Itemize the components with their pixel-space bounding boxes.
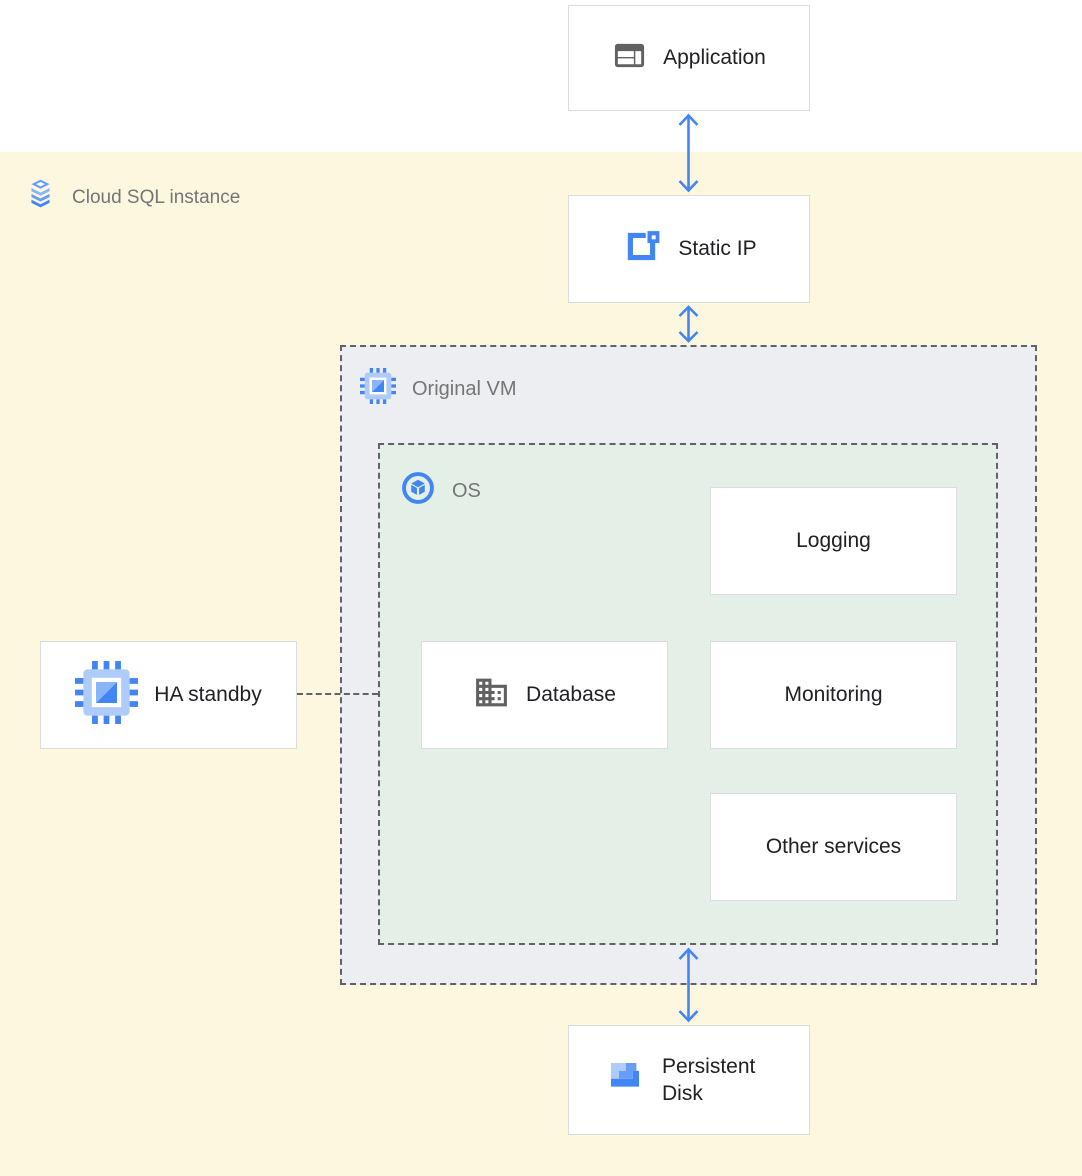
os-label-row: OS xyxy=(400,470,481,512)
original-vm-label-row: Original VM xyxy=(360,368,516,410)
external-ip-icon xyxy=(621,226,662,273)
cloud-sql-instance-label-row: Cloud SQL instance xyxy=(25,177,240,218)
cloud-sql-icon xyxy=(25,177,56,218)
arrow-application-staticip xyxy=(675,112,702,199)
application-label: Application xyxy=(663,46,766,69)
monitoring-label: Monitoring xyxy=(784,683,883,706)
os-icon xyxy=(400,470,436,512)
ha-standby-label: HA standby xyxy=(154,683,262,706)
application-window-icon xyxy=(612,38,647,79)
compute-engine-icon xyxy=(360,368,396,410)
logging-label: Logging xyxy=(796,529,871,552)
node-monitoring: Monitoring xyxy=(710,641,957,749)
node-application: Application xyxy=(568,5,810,111)
node-other-services: Other services xyxy=(710,793,957,901)
node-database: Database xyxy=(421,641,668,749)
persistent-disk-icon xyxy=(604,1056,646,1104)
static-ip-label: Static IP xyxy=(678,237,757,260)
database-label: Database xyxy=(526,683,616,706)
arrow-staticip-vm xyxy=(675,304,702,349)
building-icon xyxy=(473,674,510,717)
node-logging: Logging xyxy=(710,487,957,595)
original-vm-label: Original VM xyxy=(412,377,517,400)
persistent-disk-label: Persistent Disk xyxy=(662,1054,756,1105)
arrow-os-persistent-disk xyxy=(675,946,702,1029)
cloud-sql-instance-label: Cloud SQL instance xyxy=(72,186,241,208)
node-ha-standby: HA standby xyxy=(40,641,297,749)
dashed-link-ha-standby xyxy=(297,693,378,695)
os-label: OS xyxy=(452,479,481,502)
node-persistent-disk: Persistent Disk xyxy=(568,1025,810,1135)
other-services-label: Other services xyxy=(765,835,902,858)
compute-engine-icon xyxy=(75,660,139,730)
node-static-ip: Static IP xyxy=(568,195,810,303)
